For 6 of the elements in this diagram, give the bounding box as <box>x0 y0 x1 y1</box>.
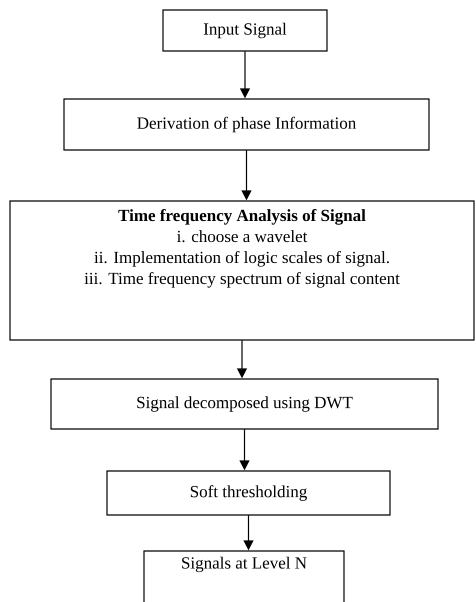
process-box: Soft thresholding <box>106 470 391 516</box>
analysis-box: Time frequency Analysis of Signal i. choose a wavelet ii. Implementation of logic scales of signal. iii. Time frequency spectrum of signal content <box>9 200 475 341</box>
process-box: Derivation of phase Information <box>63 98 430 151</box>
process-box: Signal decomposed using DWT <box>50 378 439 430</box>
process-box: Signals at Level N <box>143 550 345 602</box>
process-box: Input Signal <box>162 9 328 52</box>
